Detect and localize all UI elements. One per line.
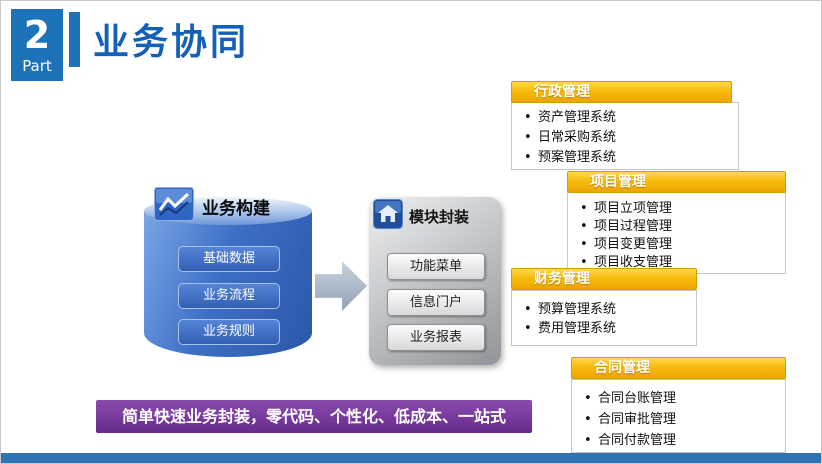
part-label: Part: [22, 57, 52, 75]
summary-banner: 简单快速业务封装，零代码、个性化、低成本、一站式: [96, 400, 532, 433]
pill-function-menu: 功能菜单: [387, 253, 485, 280]
list-item: 项目过程管理: [568, 218, 785, 236]
list-item: 项目收支管理: [568, 254, 785, 272]
page-title: 业务协同: [93, 22, 250, 63]
pill-basic-data: 基础数据: [178, 246, 280, 272]
list-item: 日常采购系统: [512, 128, 738, 148]
footer-bar: [1, 453, 821, 463]
system-header-project: 项目管理: [567, 171, 786, 193]
pill-business-process: 业务流程: [178, 283, 280, 309]
list-item: 项目变更管理: [568, 236, 785, 254]
system-header-contract: 合同管理: [571, 357, 786, 379]
module-icon: [373, 199, 403, 233]
part-box: 2 Part: [11, 9, 63, 81]
business-build-title: 业务构建: [202, 198, 270, 219]
system-header-admin: 行政管理: [511, 81, 732, 103]
pill-business-rules: 业务规则: [178, 319, 280, 345]
chart-icon: [154, 187, 194, 225]
list-item: 预案管理系统: [512, 148, 738, 168]
system-body-finance: 预算管理系统 费用管理系统: [511, 290, 697, 346]
pill-info-portal: 信息门户: [387, 289, 485, 316]
pill-business-report: 业务报表: [387, 324, 485, 351]
right-arrow-icon: [315, 261, 367, 311]
list-item: 预算管理系统: [512, 300, 696, 319]
list-item: 合同台账管理: [572, 388, 785, 409]
business-build-header: 业务构建: [154, 187, 270, 225]
list-item: 费用管理系统: [512, 319, 696, 338]
system-body-admin: 资产管理系统 日常采购系统 预案管理系统: [511, 102, 739, 170]
system-body-project: 项目立项管理 项目过程管理 项目变更管理 项目收支管理: [567, 192, 786, 274]
module-package-title: 模块封装: [409, 207, 470, 226]
list-item: 合同审批管理: [572, 409, 785, 430]
list-item: 项目立项管理: [568, 200, 785, 218]
part-number: 2: [23, 13, 51, 57]
list-item: 资产管理系统: [512, 108, 738, 128]
system-body-contract: 合同台账管理 合同审批管理 合同付款管理: [571, 379, 786, 453]
system-header-finance: 财务管理: [511, 268, 697, 290]
title-accent-bar: [69, 12, 80, 67]
module-package-header: 模块封装: [373, 199, 469, 233]
list-item: 合同付款管理: [572, 430, 785, 451]
